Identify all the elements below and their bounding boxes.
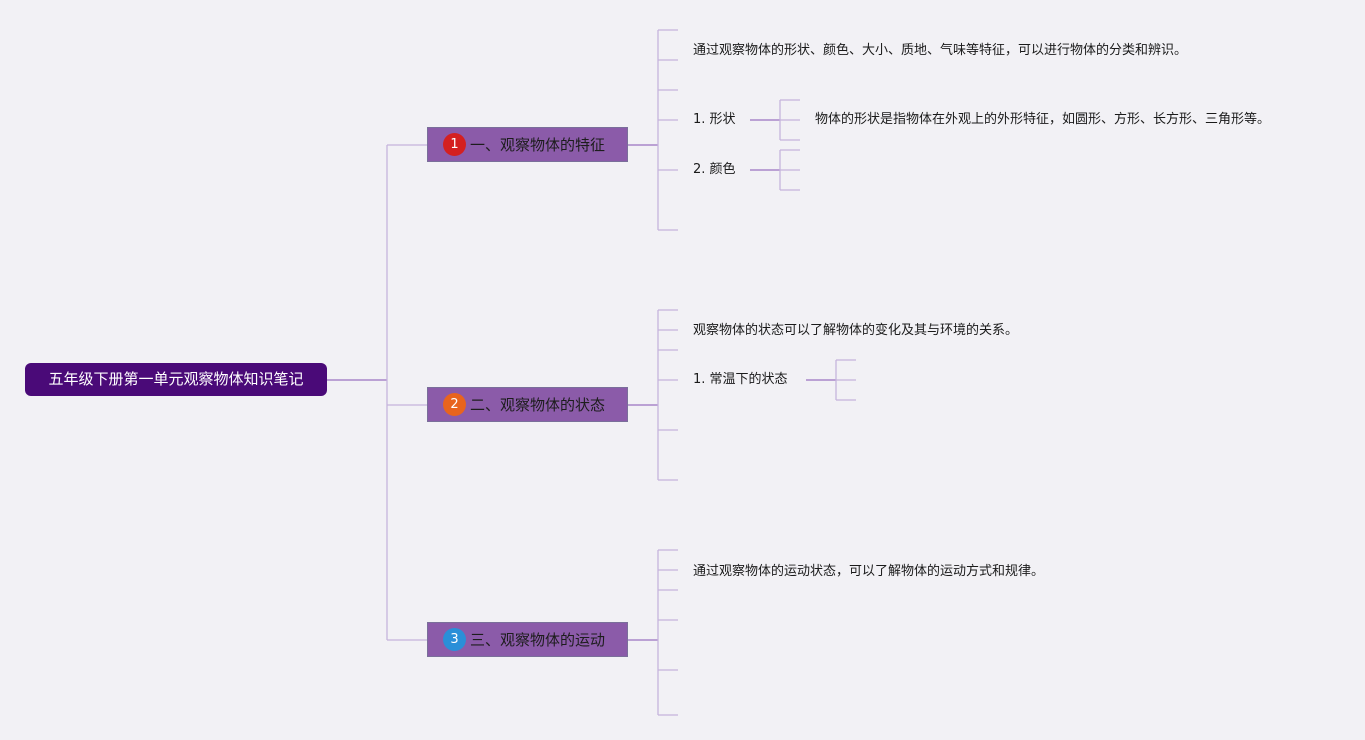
branch-topic-2[interactable]: 2 二、观察物体的状态 [427,387,628,422]
priority-3-badge-icon: 3 [443,628,466,651]
branch-1-item-shape[interactable]: 1. 形状 [693,112,736,127]
priority-2-badge-icon: 2 [443,393,466,416]
branch-1-note[interactable]: 通过观察物体的形状、颜色、大小、质地、气味等特征，可以进行物体的分类和辨识。 [693,43,1188,58]
priority-1-badge-icon: 1 [443,133,466,156]
branch-2-item-room-temperature[interactable]: 1. 常温下的状态 [693,372,788,387]
branch-topic-3[interactable]: 3 三、观察物体的运动 [427,622,628,657]
root-topic[interactable]: 五年级下册第一单元观察物体知识笔记 [25,363,327,396]
branch-topic-1[interactable]: 1 一、观察物体的特征 [427,127,628,162]
branch-topic-1-label: 一、观察物体的特征 [470,136,606,154]
branch-topic-3-label: 三、观察物体的运动 [470,631,606,649]
branch-2-note[interactable]: 观察物体的状态可以了解物体的变化及其与环境的关系。 [693,323,1019,338]
branch-1-item-color[interactable]: 2. 颜色 [693,162,736,177]
branch-3-note[interactable]: 通过观察物体的运动状态，可以了解物体的运动方式和规律。 [693,564,1045,579]
branch-topic-2-label: 二、观察物体的状态 [470,396,606,414]
branch-1-item-shape-detail[interactable]: 物体的形状是指物体在外观上的外形特征，如圆形、方形、长方形、三角形等。 [815,112,1271,127]
